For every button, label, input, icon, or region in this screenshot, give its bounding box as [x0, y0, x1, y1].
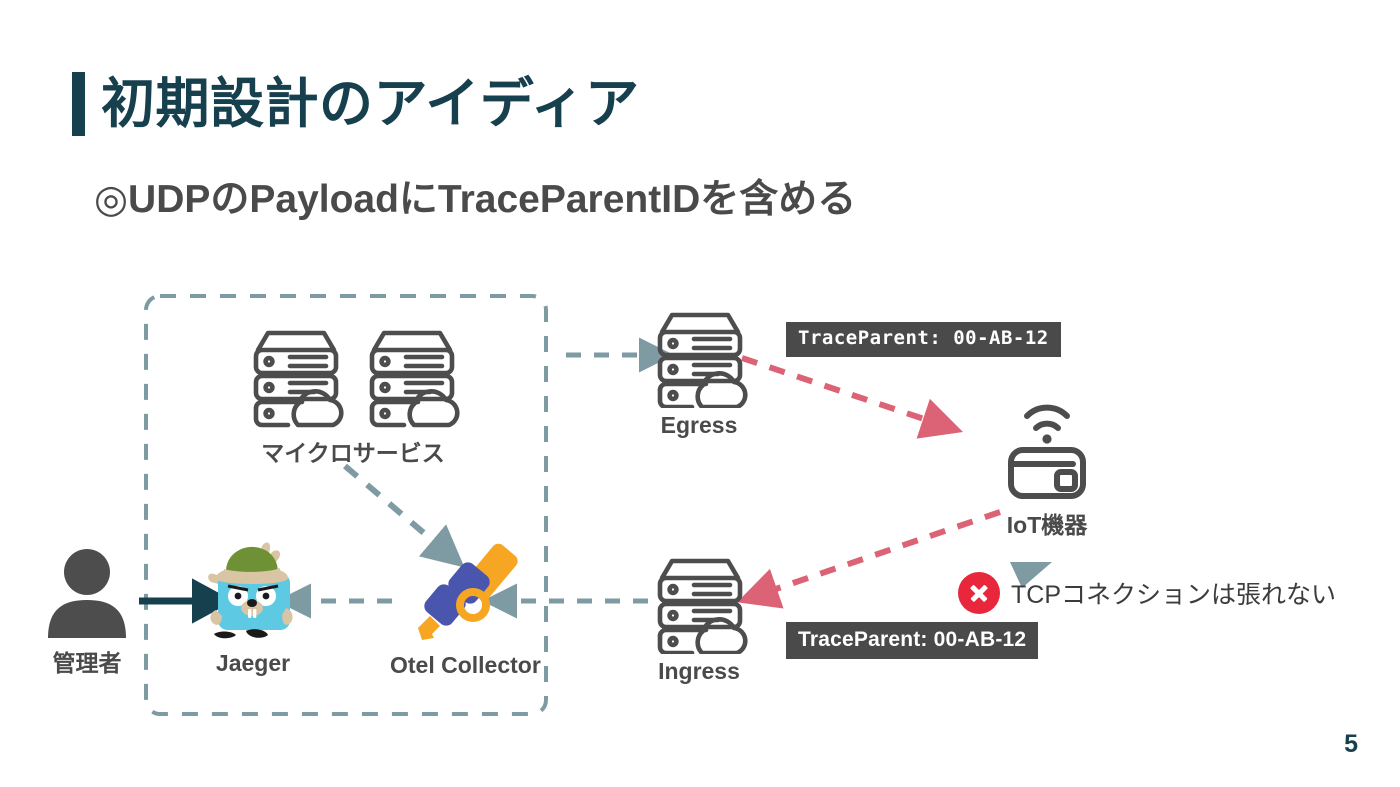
node-ingress[interactable]: Ingress [650, 554, 748, 685]
slide-subtitle: ◎UDPのPayloadにTraceParentIDを含める [94, 178, 857, 221]
badge-traceparent-top: TraceParent: 00-AB-12 [786, 322, 1061, 357]
node-admin[interactable]: 管理者 [40, 548, 134, 678]
node-label-egress: Egress [660, 412, 738, 438]
cluster-boundary-box [144, 294, 548, 716]
annotation-text: TCPコネクションは張れない [1011, 581, 1337, 609]
gopher-icon [208, 542, 293, 639]
node-label-admin: 管理者 [52, 650, 122, 676]
error-circle-x-icon [958, 572, 1000, 614]
node-egress[interactable]: Egress [650, 308, 748, 439]
page-number: 5 [1344, 730, 1358, 758]
server-cloud-icon [657, 558, 748, 654]
edge-iot-to-ingress [737, 509, 1001, 609]
badge-traceparent-bottom: TraceParent: 00-AB-12 [786, 622, 1039, 660]
title-accent-bar [72, 72, 85, 136]
node-otel-collector[interactable]: Otel Collector [390, 538, 541, 679]
server-cloud-icon [657, 312, 748, 408]
node-iot-device[interactable]: IoT機器 [995, 396, 1099, 540]
annotation-pointer-icon [1010, 562, 1052, 588]
edge-egress-to-iot [741, 355, 963, 439]
node-label-otel-collector: Otel Collector [390, 652, 541, 678]
node-jaeger[interactable]: Jaeger [198, 538, 308, 677]
slide-header: 初期設計のアイディア [72, 72, 640, 136]
iot-device-icon [1008, 404, 1086, 499]
server-stack-icon [253, 330, 460, 428]
node-label-microservices: マイクロサービス [261, 440, 445, 466]
node-label-ingress: Ingress [658, 658, 740, 684]
page-title: 初期設計のアイディア [101, 74, 640, 134]
node-microservices[interactable]: マイクロサービス [246, 326, 460, 468]
annotation-tcp-error: TCPコネクションは張れない [958, 572, 1336, 614]
edge-micro-to-collector [343, 463, 465, 568]
node-label-jaeger: Jaeger [215, 650, 291, 676]
telescope-icon [418, 543, 519, 640]
node-label-iot-device: IoT機器 [1006, 512, 1088, 538]
person-icon [48, 549, 126, 638]
